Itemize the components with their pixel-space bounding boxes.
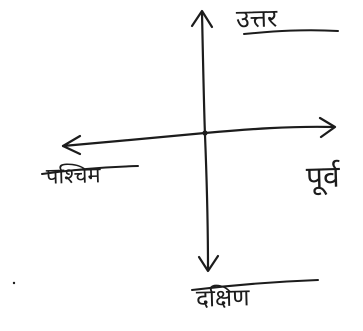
south-label: दक्षिण: [195, 283, 250, 313]
north-arrowhead: [190, 9, 214, 29]
north-label: उत्तर: [235, 3, 278, 34]
west-arrowhead: [61, 134, 82, 156]
south-arrowhead: [197, 254, 220, 273]
west-label: पश्चिम: [45, 163, 101, 190]
east-west-axis: [61, 125, 336, 148]
west-underline: [41, 165, 139, 175]
south-underline: [191, 279, 319, 291]
north-south-axis: [200, 10, 210, 272]
center-point: [202, 130, 208, 136]
east-arrowhead: [318, 116, 337, 139]
east-label: पूर्व: [305, 159, 341, 196]
stray-mark: [12, 281, 16, 285]
north-underline: [243, 29, 339, 35]
